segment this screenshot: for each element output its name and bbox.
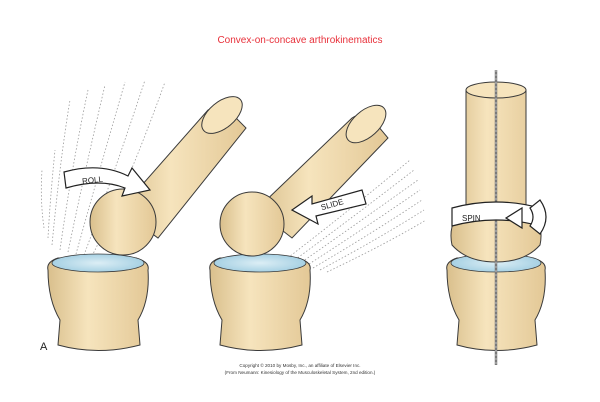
copyright-line-2: (From Neumann: Kinesiology of the Muscul…	[224, 369, 376, 375]
copyright-line-1: Copyright © 2010 by Mosby, Inc., an affi…	[239, 363, 361, 368]
slide-moving-bone	[219, 104, 389, 257]
roll-label: ROLL	[82, 175, 104, 186]
spin-arrow: SPIN	[451, 199, 547, 235]
slide-base-bone	[209, 253, 311, 351]
slide-motion-lines	[284, 159, 427, 273]
roll-base-bone	[47, 253, 149, 351]
diagram-title: Convex-on-concave arthrokinematics	[217, 35, 383, 46]
roll-panel: ROLL	[40, 79, 247, 351]
slide-panel: SLIDE	[209, 104, 427, 351]
panel-label: A	[40, 341, 48, 353]
copyright-notice: Copyright © 2010 by Mosby, Inc., an affi…	[0, 363, 600, 376]
roll-arrow: ROLL	[63, 166, 152, 197]
spin-panel: SPIN	[446, 70, 547, 365]
slide-arrow: SLIDE	[290, 189, 367, 226]
spin-label: SPIN	[462, 214, 481, 223]
roll-moving-bone	[89, 96, 247, 256]
